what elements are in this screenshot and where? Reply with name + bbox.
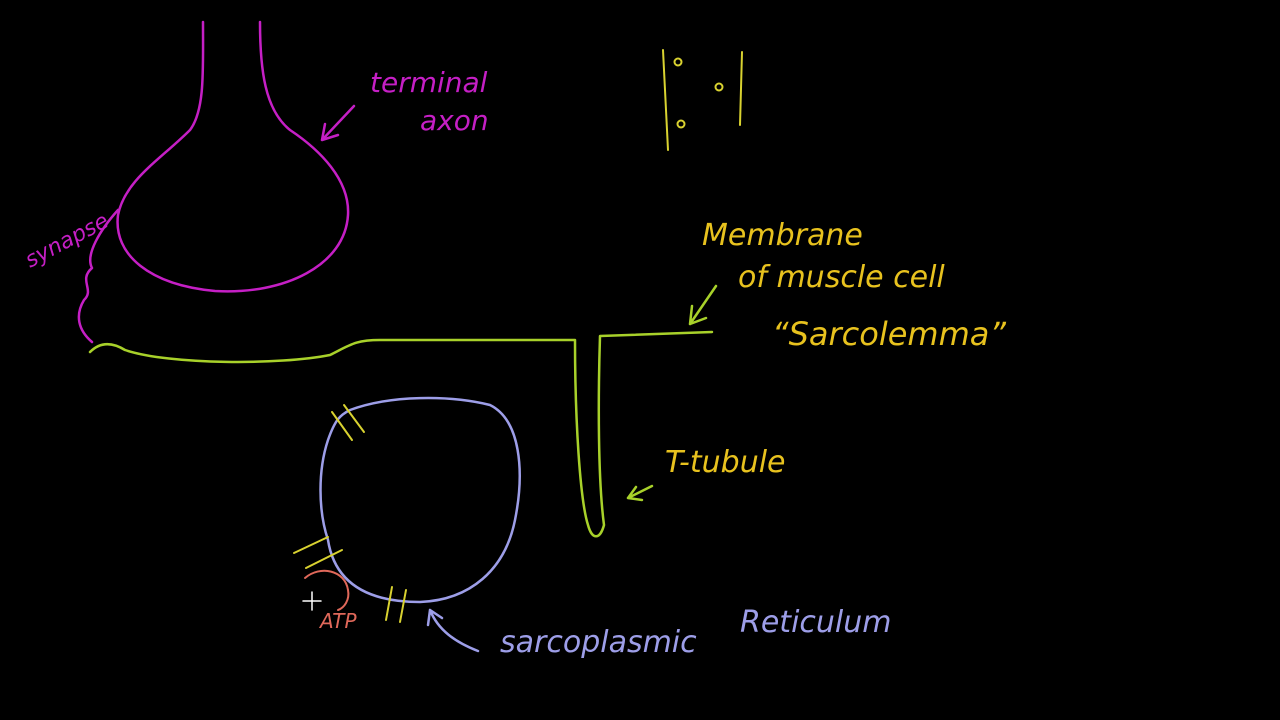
reticulum-label: Reticulum (740, 605, 891, 640)
membrane-label-line1: Membrane (702, 218, 863, 253)
terminal-label-line1: terminal (370, 66, 488, 99)
atp-pump-drawing (304, 569, 350, 611)
atp-label: ATP (318, 609, 357, 633)
channel-sketch (662, 49, 743, 151)
synapse-label: synapse (21, 209, 113, 274)
sarcoplasmic-label: sarcoplasmic (500, 625, 697, 660)
t-tubule-label: T-tubule (665, 445, 786, 480)
terminal-axon-drawing (77, 20, 356, 344)
sarcoplasmic-reticulum-drawing (319, 396, 521, 653)
terminal-label-line2: axon (420, 104, 489, 137)
crosshair-cursor-icon (302, 591, 322, 611)
reticulum-channels (293, 404, 407, 623)
sarcolemma-drawing (88, 284, 718, 538)
membrane-label-line2: of muscle cell (738, 260, 945, 295)
sarcolemma-label: “Sarcolemma” (772, 315, 1006, 353)
